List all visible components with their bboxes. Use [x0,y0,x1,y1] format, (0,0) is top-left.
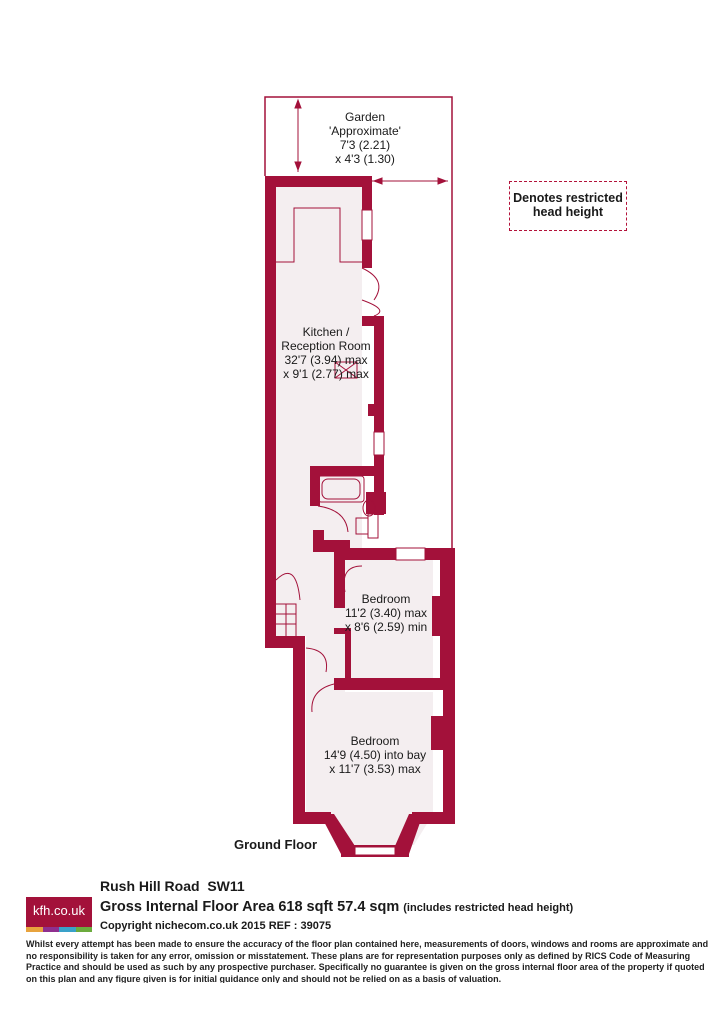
gross-internal-area: Gross Internal Floor Area 618 sqft 57.4 … [100,899,573,915]
floor-label: Ground Floor [234,837,318,852]
floor-area [276,187,433,845]
logo-stripe [26,927,43,932]
property-address: Rush Hill Road SW11 [100,878,245,894]
bedroom2-dim2: x 11'7 (3.53) max [329,762,421,776]
walls [265,176,455,857]
bedroom2-name: Bedroom [350,734,400,748]
gia-note: (includes restricted head height) [403,902,574,914]
kitchen-name1: Kitchen / [302,325,350,339]
logo-text: kfh.co.uk [32,903,86,918]
kitchen-dim1: 32'7 (3.94) max [284,353,368,367]
logo-stripe [59,927,76,932]
disclaimer: Whilst every attempt has been made to en… [26,939,709,983]
garden-dim1: 7'3 (2.21) [339,138,391,152]
legend-line2: head height [532,205,604,219]
garden-name: Garden [344,110,386,124]
logo-stripe [75,927,92,932]
kitchen-name2: Reception Room [281,339,371,353]
restricted-height-legend-box [509,181,627,231]
gia-value: Gross Internal Floor Area 618 sqft 57.4 … [100,899,400,915]
bedroom1-label: Bedroom 11'2 (3.40) max x 8'6 (2.59) min [327,592,445,634]
garden-note: 'Approximate' [329,124,401,138]
garden-label: Garden 'Approximate' 7'3 (2.21) x 4'3 (1… [300,110,430,166]
kitchen-label: Kitchen / Reception Room 32'7 (3.94) max… [266,325,386,381]
legend-line1: Denotes restricted [513,191,623,205]
bedroom1-dim2: x 8'6 (2.59) min [344,620,428,634]
copyright: Copyright nichecom.co.uk 2015 REF : 3907… [100,920,332,932]
garden-dim2: x 4'3 (1.30) [335,152,395,166]
fixtures [275,207,381,713]
bedroom1-name: Bedroom [361,592,411,606]
kitchen-dim2: x 9'1 (2.77) max [283,367,369,381]
logo-stripes [26,927,92,932]
bedroom2-dim1: 14'9 (4.50) into bay [323,748,427,762]
garden-outline [264,96,453,548]
windows [354,209,426,856]
bedroom1-dim1: 11'2 (3.40) max [344,606,428,620]
kfh-logo[interactable]: kfh.co.uk [26,897,92,932]
floor-plan [264,96,455,857]
garden-dimension-lines [294,98,448,185]
restricted-height-legend: Denotes restricted head height [509,191,627,219]
bedroom2-label: Bedroom 14'9 (4.50) into bay x 11'7 (3.5… [305,734,445,776]
logo-stripe [42,927,59,932]
